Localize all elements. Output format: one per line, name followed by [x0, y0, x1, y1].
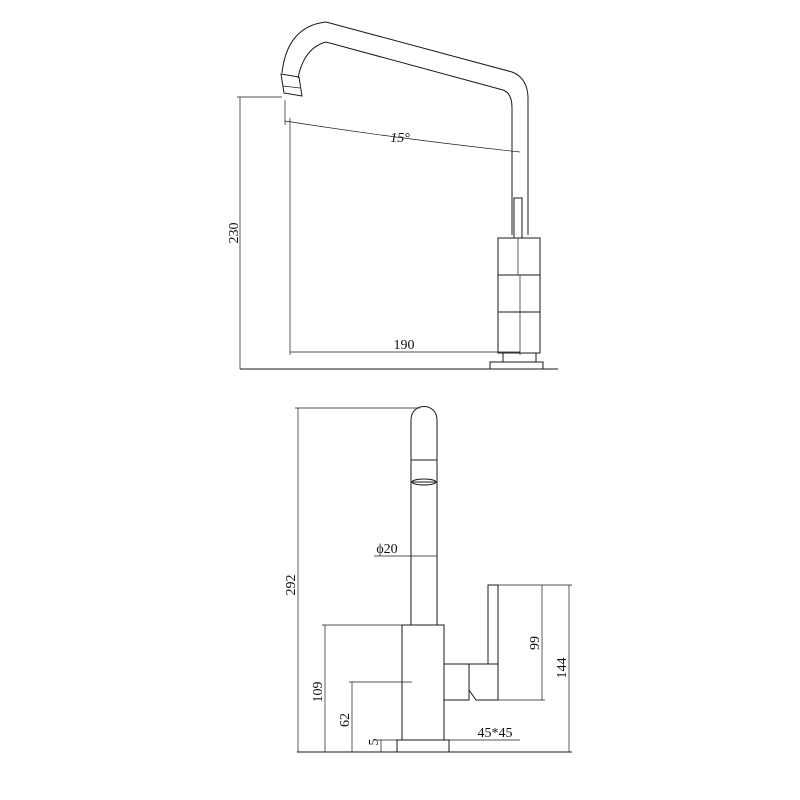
spout-tip-band — [282, 85, 301, 89]
front-base-plate — [396, 739, 450, 753]
front-lever-blade — [487, 584, 499, 665]
dim-292-label: 292 — [284, 575, 299, 596]
dim-190-label: 190 — [394, 338, 415, 353]
front-spout — [410, 406, 438, 625]
spout-tube — [281, 21, 529, 235]
dim-diameter-label: ϕ20 — [376, 542, 397, 557]
spout-tip — [280, 73, 303, 97]
dim-144-label: 144 — [555, 658, 570, 679]
dim-62-label: 62 — [338, 713, 353, 727]
dim-angle-arc — [284, 120, 521, 153]
front-lever-handle — [468, 663, 499, 701]
dim-45-label: 45*45 — [478, 726, 513, 741]
side-view: 230 190 15° — [227, 21, 558, 370]
dim-109-label: 109 — [311, 682, 326, 703]
front-aerator-outlet — [411, 478, 437, 486]
spout-tube-inner — [297, 41, 513, 235]
front-aerator — [410, 459, 438, 483]
side-body — [497, 237, 541, 354]
front-body — [401, 624, 445, 741]
side-lever — [513, 197, 523, 239]
front-view: 292 ϕ20 109 62 5 45*45 99 144 — [284, 406, 572, 753]
front-lever — [444, 663, 470, 701]
dim-angle-label: 15° — [390, 131, 410, 146]
side-base-plate — [489, 361, 544, 370]
dim-230-label: 230 — [227, 223, 242, 244]
dim-99-label: 99 — [528, 636, 543, 650]
dim-5-label: 5 — [367, 739, 382, 746]
